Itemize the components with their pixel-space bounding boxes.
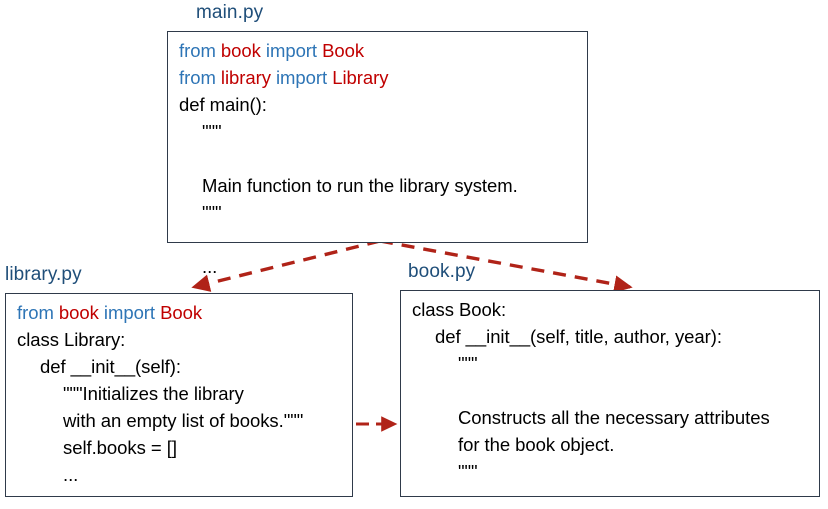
code-text: """ xyxy=(202,121,222,142)
code-module-name: Book xyxy=(160,302,203,323)
code-line: """ xyxy=(179,118,583,145)
code-line: def __init__(self): xyxy=(17,353,348,380)
code-text: for the book object. xyxy=(458,434,615,455)
code-line: ... xyxy=(179,253,583,280)
code-line: """ xyxy=(412,350,815,377)
code-text: """ xyxy=(202,202,222,223)
code-line: Main function to run the library system. xyxy=(179,172,583,199)
file-label-main: main.py xyxy=(196,2,264,23)
code-line: ... xyxy=(17,461,348,488)
code-line: def main(): xyxy=(179,91,583,118)
code-line xyxy=(412,485,815,509)
code-keyword: import xyxy=(265,40,323,61)
code-line: from book import Book xyxy=(17,299,348,326)
code-body-library: from book import Book class Library: def _… xyxy=(17,299,348,488)
code-text: """ xyxy=(458,461,478,482)
code-line: def __init__(self, title, author, year): xyxy=(412,323,815,350)
code-text: def main(): xyxy=(179,94,267,115)
code-text: """ xyxy=(458,353,478,374)
code-line xyxy=(179,226,583,253)
code-text: Main function to run the library system. xyxy=(202,175,518,196)
code-text: class Book: xyxy=(412,299,507,320)
code-keyword: import xyxy=(276,67,333,88)
code-box-library: from book import Book class Library: def _… xyxy=(5,293,353,497)
code-keyword: from xyxy=(17,302,59,323)
code-text: Constructs all the necessary attributes xyxy=(458,407,770,428)
code-text: ... xyxy=(63,464,79,485)
code-line xyxy=(179,145,583,172)
code-module-name: book xyxy=(220,40,266,61)
code-line: for the book object. xyxy=(412,431,815,458)
code-text: with an empty list of books.""" xyxy=(63,410,304,431)
code-line: """ xyxy=(179,199,583,226)
code-line: class Book: xyxy=(412,296,815,323)
code-text: def __init__(self): xyxy=(40,356,181,377)
code-line: class Library: xyxy=(17,326,348,353)
code-line: self.books = [] xyxy=(17,434,348,461)
code-line: """ xyxy=(412,458,815,485)
code-line: """Initializes the library xyxy=(17,380,348,407)
code-module-name: book xyxy=(58,302,104,323)
code-text: class Library: xyxy=(17,329,126,350)
code-body-book: class Book: def __init__(self, title, aut… xyxy=(412,296,815,509)
code-text: ... xyxy=(202,256,218,277)
code-line: from book import Book xyxy=(179,37,583,64)
code-line xyxy=(412,377,815,404)
code-text: """Initializes the library xyxy=(63,383,244,404)
file-label-library: library.py xyxy=(5,264,82,285)
code-text: def __init__(self, title, author, year): xyxy=(435,326,722,347)
code-keyword: import xyxy=(103,302,161,323)
code-line: Constructs all the necessary attributes xyxy=(412,404,815,431)
code-keyword: from xyxy=(179,40,221,61)
code-module-name: Book xyxy=(322,40,365,61)
code-module-name: library xyxy=(220,67,276,88)
file-label-book: book.py xyxy=(408,261,476,282)
code-line: with an empty list of books.""" xyxy=(17,407,348,434)
code-box-book: class Book: def __init__(self, title, aut… xyxy=(400,290,820,497)
code-module-name: Library xyxy=(332,67,389,88)
code-line: from library import Library xyxy=(179,64,583,91)
code-keyword: from xyxy=(179,67,221,88)
code-text: self.books = [] xyxy=(63,437,177,458)
